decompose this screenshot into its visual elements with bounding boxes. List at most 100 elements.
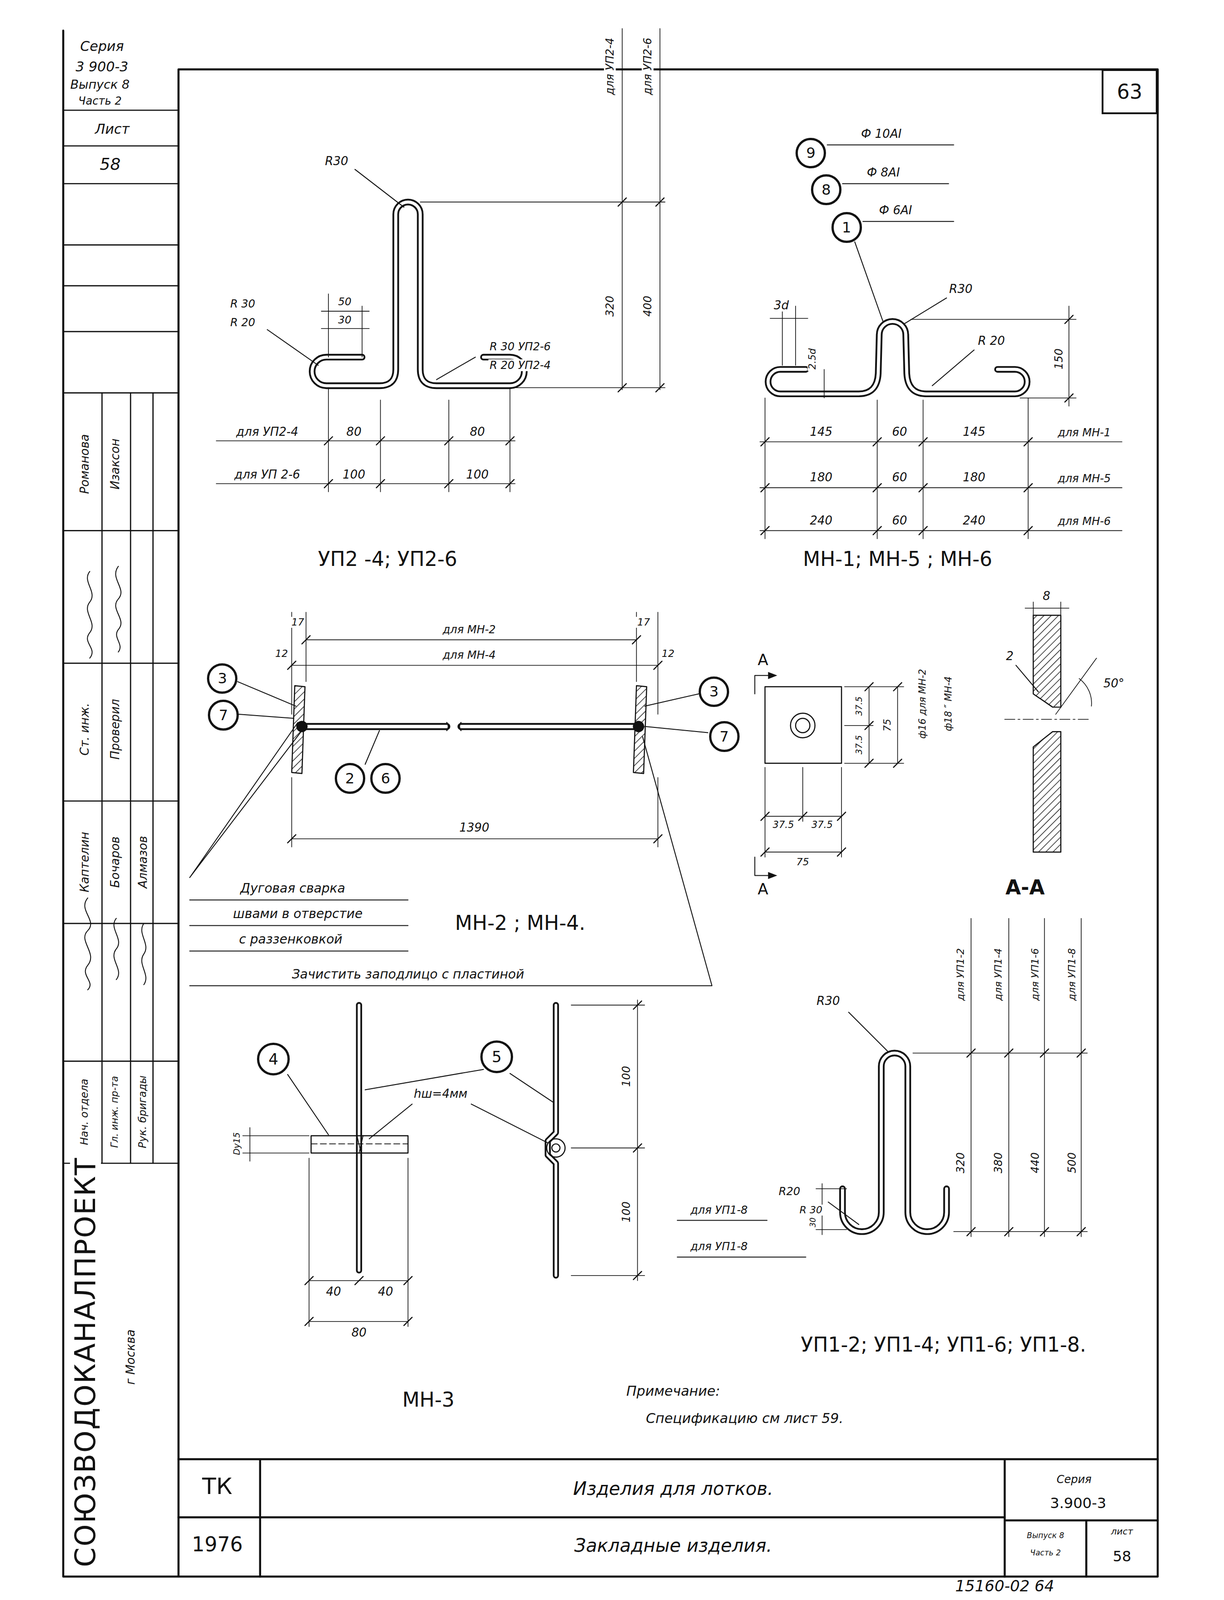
dimension-text: 100	[341, 467, 367, 481]
sheet-number-box: 63	[1101, 69, 1158, 115]
dimension-tick	[305, 1000, 642, 1325]
reinforcement-bar	[842, 1052, 947, 1232]
dimension-text: для МН-2	[441, 623, 498, 635]
dimension-text: 320	[954, 1151, 967, 1175]
signature	[141, 923, 147, 985]
dimension-tick	[967, 1048, 1086, 1236]
dimension-text: 75	[881, 717, 893, 733]
sheet-frame	[178, 1458, 1158, 1577]
callout-circle: 3	[206, 663, 238, 694]
reinforcement-bar	[303, 724, 635, 729]
dimension-text: 2	[1004, 649, 1016, 663]
dimension-line	[216, 28, 1122, 1327]
dimension-text: Спецификацию см лист 59.	[644, 1410, 845, 1426]
callout-number: 7	[218, 707, 228, 723]
reinforcement-bar	[312, 201, 524, 386]
view-title: УП1-2; УП1-4; УП1-6; УП1-8.	[799, 1333, 1088, 1355]
dimension-text: 240	[808, 513, 834, 527]
dimension-text: лист	[1109, 1526, 1135, 1537]
center-line	[311, 1143, 408, 1145]
plate	[357, 1135, 363, 1153]
dimension-text: Лист	[93, 120, 131, 136]
dimension-text: 30	[808, 1215, 818, 1229]
view-title: А	[756, 651, 770, 669]
dimension-text: Романова	[78, 433, 92, 496]
dimension-text: 320	[604, 294, 616, 318]
dimension-text: R 30	[228, 297, 257, 310]
dimension-text: Алмазов	[136, 834, 150, 890]
dimension-text: R 20	[228, 316, 257, 328]
dimension-text: Ф 6AI	[877, 203, 914, 217]
view-title: А	[756, 881, 770, 898]
dimension-text: Зачистить заподлицо с пластиной	[290, 967, 526, 982]
dimension-line	[308, 1158, 408, 1327]
leader-line	[287, 1069, 553, 1143]
dimension-text: R20	[777, 1185, 802, 1198]
dimension-text: Рук. бригады	[136, 1073, 149, 1150]
dimension-text: для УП2-4	[234, 424, 300, 439]
dimension-text: Серия	[78, 38, 126, 54]
reinforcement-bar	[312, 201, 524, 386]
plate	[633, 721, 644, 732]
dimension-text: 440	[1029, 1151, 1042, 1175]
callout-circle: 8	[810, 174, 842, 205]
view-title: УП2 -4; УП2-6	[316, 548, 459, 570]
dimension-text: 100	[620, 1064, 633, 1088]
reinforcement-bar	[357, 1004, 361, 1270]
dimension-text: для УП1-2	[955, 946, 967, 1002]
view-title: МН-3	[400, 1388, 456, 1411]
view-title: МН-1; МН-5 ; МН-6	[801, 548, 994, 570]
dimension-text: 100	[464, 467, 491, 481]
dimension-text: Изаксон	[108, 437, 122, 491]
dimension-text: 50	[336, 296, 353, 308]
plate	[633, 685, 647, 774]
dimension-text: R30	[323, 154, 350, 168]
dimension-line	[216, 387, 515, 492]
dimension-line	[760, 397, 1123, 539]
dimension-text: 180	[808, 470, 834, 484]
dimension-text: ф16 для МН-2	[917, 667, 929, 741]
plate	[1033, 731, 1062, 852]
dimension-text: 17	[635, 616, 652, 628]
view-title: СОЮЗВОДОКАНАЛПРОЕКТ	[70, 1155, 101, 1568]
dimension-text: для МН-6	[1056, 515, 1113, 528]
dimension-text: для МН-4	[441, 648, 498, 661]
section-arrow	[768, 871, 778, 880]
dimension-text: R 30	[798, 1204, 824, 1216]
dimension-text: для УП2-6	[641, 36, 654, 97]
dimension-line	[911, 306, 1077, 407]
callout-number: 1	[841, 220, 852, 235]
section-arrow	[768, 671, 778, 879]
dimension-text: 60	[890, 424, 909, 439]
dimension-text: 60	[890, 470, 909, 484]
reinforcement-bar	[303, 722, 635, 731]
plate	[311, 1135, 408, 1153]
dimension-text: 75	[795, 856, 811, 868]
plate	[765, 686, 842, 764]
callout-number: 9	[806, 145, 816, 161]
dimension-text: Закладные изделия.	[573, 1535, 774, 1556]
view-title: 1976	[190, 1533, 245, 1556]
dimension-text: 12	[660, 648, 676, 660]
dimension-text: 145	[808, 424, 834, 439]
callout-number: 5	[491, 1048, 502, 1065]
dimension-text: R 30 УП2-6	[488, 340, 553, 353]
dimension-tick	[760, 315, 1073, 535]
dimension-line	[321, 293, 369, 358]
dimension-text: Выпуск 8	[1025, 1531, 1066, 1540]
dimension-text: Часть 2	[1028, 1548, 1063, 1557]
callout-number: 6	[380, 770, 390, 786]
dimension-text: 80	[468, 424, 487, 439]
reinforcement-bar	[356, 1004, 363, 1270]
view-title: ТК	[201, 1473, 234, 1499]
dimension-text: швами в отверстие	[231, 906, 364, 922]
dimension-text: 15160-02 64	[953, 1577, 1056, 1595]
dimension-tick	[760, 682, 902, 857]
plate	[790, 713, 816, 738]
dimension-text: 400	[641, 294, 654, 318]
dimension-text: 8	[1041, 589, 1053, 603]
dimension-text: R30	[947, 282, 974, 296]
view-title: 3.900-3	[1048, 1495, 1109, 1512]
line-art	[63, 28, 1158, 1577]
